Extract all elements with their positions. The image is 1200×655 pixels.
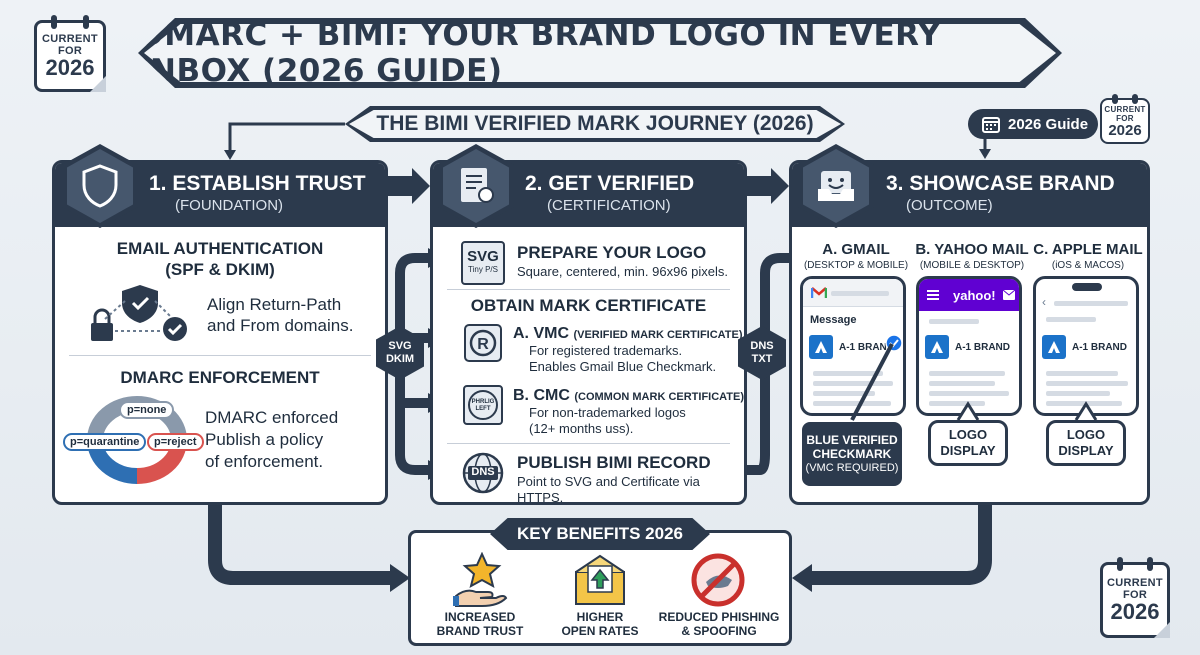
panel-subtitle: (FOUNDATION)	[175, 197, 284, 214]
callout-logo-display-apple: LOGO DISPLAY	[1046, 420, 1126, 466]
panel-title: 2. GET VERIFIED	[525, 172, 695, 195]
brand-name: A-1 BRAND	[839, 341, 894, 353]
common-mark-icon: PHRLIG LEFT	[463, 385, 503, 425]
title-banner: DMARC + BIMI: YOUR BRAND LOGO IN EVERY I…	[138, 18, 1062, 88]
section-text: DMARC enforced	[205, 408, 339, 427]
guide-pill-label: 2026 Guide	[1008, 115, 1089, 133]
envelope-arrow-icon	[575, 554, 625, 605]
calendar-badge-top-right: CURRENT FOR 2026	[1100, 94, 1150, 144]
authentication-icon	[91, 285, 187, 341]
page-title: DMARC + BIMI: YOUR BRAND LOGO IN EVERY I…	[138, 17, 941, 89]
brand-logo	[925, 335, 949, 359]
no-phishing-icon	[691, 553, 745, 607]
callout-blue-checkmark: BLUE VERIFIED CHECKMARK (VMC REQUIRED)	[802, 422, 902, 486]
smiling-inbox-icon	[818, 171, 854, 201]
section-text: and From domains.	[207, 316, 354, 335]
gmail-logo-icon	[811, 287, 827, 298]
message-label: Message	[810, 314, 857, 326]
brand-logo	[809, 335, 833, 359]
benefit-label: REDUCED PHISHING & SPOOFING	[658, 610, 780, 639]
step-title: PUBLISH BIMI RECORD	[517, 453, 711, 472]
gmail-phone-mockup: Message A-1 BRAND	[800, 276, 906, 416]
yahoo-logo: yahoo!	[953, 288, 996, 303]
vmc-text: For registered trademarks.	[529, 343, 683, 358]
cmc-text: For non-trademarked logos	[529, 405, 686, 420]
key-benefits-title: KEY BENEFITS 2026	[490, 518, 710, 550]
brand-name: A-1 BRAND	[1072, 341, 1127, 353]
calendar-badge-top-left: CURRENT FOR 2026	[34, 15, 106, 92]
dns-globe-icon	[462, 452, 504, 494]
apple-mail-phone-mockup: ‹ A-1 BRAND	[1033, 276, 1139, 416]
mail-icon	[1003, 290, 1015, 300]
client-name: A. GMAIL	[822, 241, 890, 258]
cmc-title: B. CMC (COMMON MARK CERTIFICATE)	[513, 387, 745, 404]
brand-name: A-1 BRAND	[955, 341, 1010, 353]
client-sub: (MOBILE & DESKTOP)	[919, 260, 1025, 271]
dns-txt-tag: DNS TXT	[738, 326, 786, 380]
back-chevron-icon: ‹	[1042, 295, 1046, 309]
shield-icon	[82, 164, 118, 208]
panel-subtitle: (OUTCOME)	[906, 197, 993, 214]
panel-title: 1. ESTABLISH TRUST	[149, 172, 366, 195]
panel-title: 3. SHOWCASE BRAND	[886, 172, 1115, 195]
journey-title-banner: THE BIMI VERIFIED MARK JOURNEY (2026)	[345, 106, 845, 142]
cmc-text: (12+ months uss).	[529, 421, 634, 436]
panel-subtitle: (CERTIFICATION)	[547, 197, 671, 214]
step-text: Square, centered, min. 96x96 pixels.	[517, 264, 729, 279]
guide-pill: 2026 Guide	[968, 109, 1098, 139]
divider	[69, 355, 371, 356]
client-name: B. YAHOO MAIL	[915, 241, 1029, 258]
vmc-text: Enables Gmail Blue Checkmark.	[529, 359, 717, 374]
brand-row: A-1 BRAND	[925, 335, 1010, 359]
journey-title: THE BIMI VERIFIED MARK JOURNEY (2026)	[376, 112, 814, 135]
client-sub: (DESKTOP & MOBILE)	[803, 260, 909, 271]
step-header: OBTAIN MARK CERTIFICATE	[470, 296, 707, 315]
client-sub: (iOS & MACOS)	[1051, 260, 1125, 271]
calendar-badge-bottom-right: CURRENT FOR 2026	[1100, 557, 1170, 638]
svg-file-icon: SVG Tiny P/S	[461, 241, 505, 285]
brand-logo	[1042, 335, 1066, 359]
registered-trademark-icon: R	[464, 324, 502, 362]
benefit-label: INCREASED BRAND TRUST	[436, 610, 524, 639]
svg-text:R: R	[477, 336, 489, 353]
calendar-icon	[982, 117, 1000, 133]
hand-star-icon	[453, 552, 508, 607]
svg-dkim-tag: SVG DKIM	[376, 326, 424, 380]
section-title: EMAIL AUTHENTICATION	[116, 239, 324, 258]
vmc-title: A. VMC (VERIFIED MARK CERTIFICATE)	[513, 325, 743, 342]
brand-row: A-1 BRAND	[1042, 335, 1127, 359]
inbox-badge	[798, 144, 874, 228]
client-name: C. APPLE MAIL	[1033, 241, 1143, 258]
policy-reject-label: p=reject	[147, 433, 204, 451]
section-text: of enforcement.	[205, 452, 324, 471]
dns-icon-label: DNS	[471, 466, 495, 478]
brand-row: A-1 BRAND	[809, 335, 894, 359]
certificate-icon	[461, 168, 494, 203]
section-text: Publish a policy	[205, 430, 324, 449]
section-text: Align Return-Path	[207, 295, 342, 314]
divider	[447, 289, 730, 290]
section-subtitle: (SPF & DKIM)	[165, 260, 275, 279]
menu-icon	[927, 290, 939, 300]
policy-quarantine-label: p=quarantine	[63, 433, 147, 451]
section-title: DMARC ENFORCEMENT	[120, 368, 320, 387]
step-text: Point to SVG and Certificate via HTTPS.	[517, 474, 700, 505]
policy-none-label: p=none	[119, 401, 175, 419]
callout-logo-display-yahoo: LOGO DISPLAY	[928, 420, 1008, 466]
step-title: PREPARE YOUR LOGO	[517, 243, 707, 262]
benefit-label: HIGHER OPEN RATES	[561, 610, 639, 639]
divider	[447, 443, 730, 444]
